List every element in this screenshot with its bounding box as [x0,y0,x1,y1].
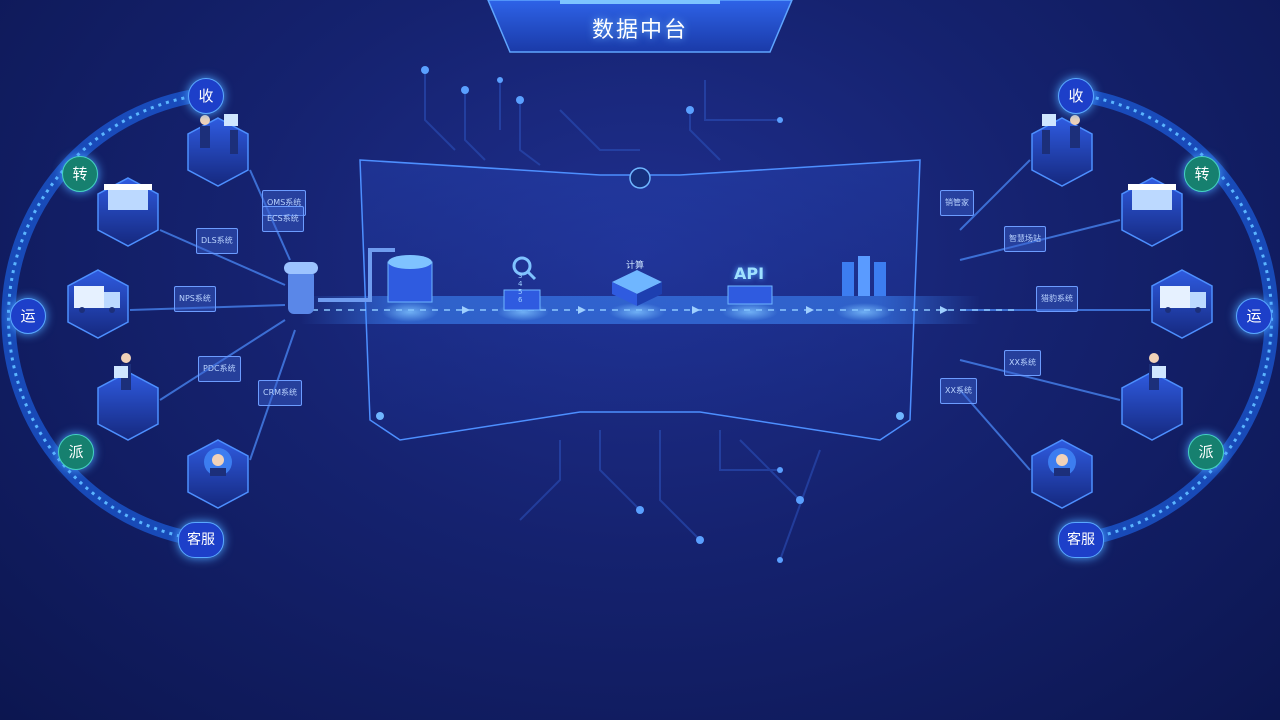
circuit-nodes [421,66,804,563]
left-ring [1,88,202,547]
title-accent [560,0,720,4]
left-system-card: DLS系统 [196,228,238,254]
left-system-card: ECS系统 [262,206,304,232]
truck-icon [1160,286,1206,313]
right-system-card: 智慧场站 [1004,226,1046,252]
search-icon [497,256,549,321]
circuit-traces [424,70,821,561]
title-plate [487,0,793,53]
compute-block-icon [609,270,665,321]
left-hex-icons [74,114,238,476]
stage-arrows [462,306,948,314]
headset-agent-icon [1048,448,1076,476]
left-connectors [129,169,296,461]
right-ring-label-dispatch: 派 [1188,434,1224,470]
api-stage-label: API [734,264,765,283]
left-ring-label-collect: 收 [188,78,224,114]
compute-stage-label: 计算 [626,261,645,271]
panel-top-node [629,167,651,189]
api-icon [722,285,778,321]
right-ring-label-collect: 收 [1058,78,1094,114]
left-ring-label-dispatch: 派 [58,434,94,470]
right-ring-label-transfer: 转 [1184,156,1220,192]
left-system-card: OMS系统 [262,190,307,216]
left-system-card: NPS系统 [174,286,216,312]
hub-funnel-icon [284,248,395,314]
right-system-card: XX系统 [1004,350,1041,376]
headset-agent-icon [204,448,232,476]
right-ring-label-transport: 运 [1236,298,1272,334]
delivery-person-icon [1149,353,1166,390]
left-ring-label-transfer: 转 [62,156,98,192]
left-system-card: PDC系统 [198,356,241,382]
right-system-card: 销管家 [940,190,974,216]
hex-collect [1031,117,1093,187]
panel-corner-node [896,412,904,420]
server-rack-icon [836,256,892,321]
hex-dispatch [97,371,159,441]
panel-corner-node [376,412,384,420]
data-pool-icon [382,255,438,322]
left-ring-label-transport: 运 [10,298,46,334]
warehouse-icon [1128,184,1176,210]
delivery-person-icon [114,353,131,390]
courier-icon [200,114,238,154]
left-ring-label-service: 客服 [178,522,224,558]
hex-collect [187,117,249,187]
right-system-card: XX系统 [940,378,977,404]
warehouse-icon [104,184,152,210]
right-hex-icons [1042,114,1206,476]
hex-dispatch [1121,371,1183,441]
right-system-card: 猎豹系统 [1036,286,1078,312]
truck-icon [74,286,120,313]
courier-icon [1042,114,1080,154]
page-title: 数据中台 [591,18,688,43]
page-title-plate: 数据中台 [488,0,792,52]
right-ring-label-service: 客服 [1058,522,1104,558]
search-stage-digits: 3 4 5 6 [518,272,524,304]
left-system-card: CRM系统 [258,380,303,406]
